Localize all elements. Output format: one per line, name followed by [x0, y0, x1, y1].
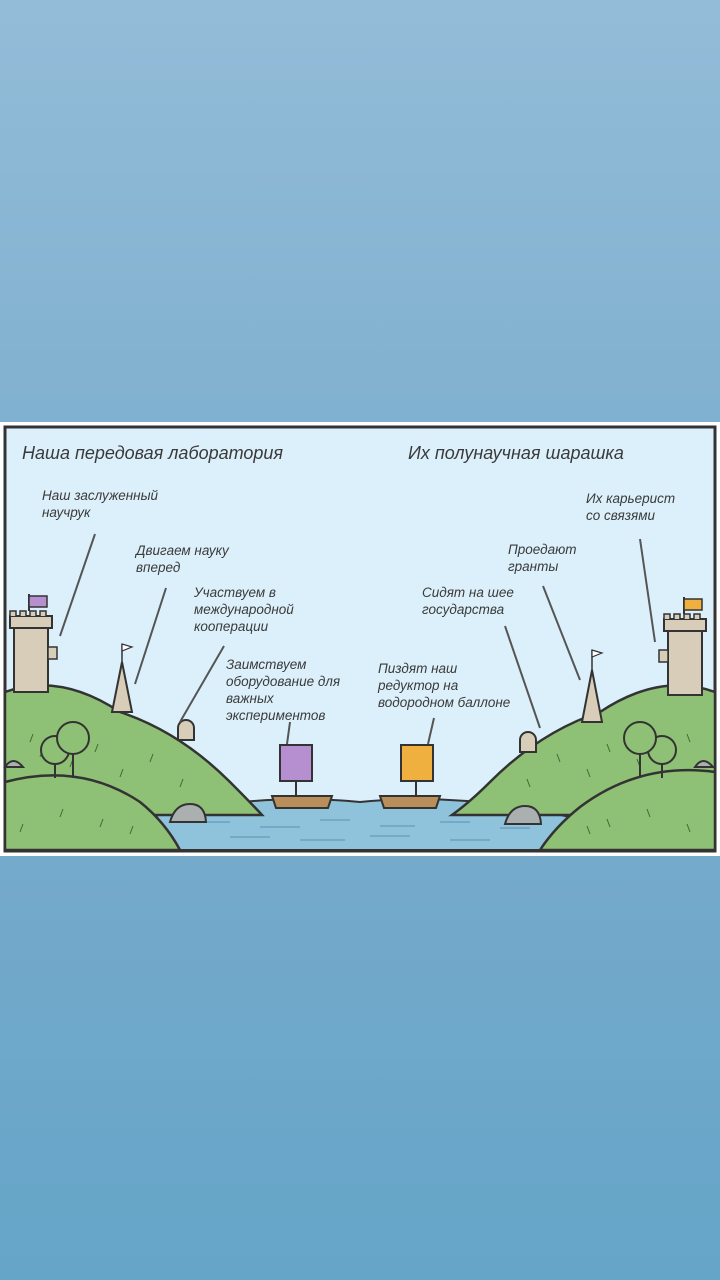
caption-careerist: Их карьерист со связями	[586, 491, 676, 523]
left-rock	[168, 802, 208, 823]
left-flag	[28, 595, 48, 608]
right-boat	[378, 744, 442, 809]
caption-cooperation: Участвуем в международной кооперации	[194, 585, 294, 634]
pointer-reducer	[427, 717, 435, 745]
caption-state: Сидят на шее государства	[422, 585, 514, 617]
caption-reducer: Пиздят наш редуктор на водородном баллон…	[378, 661, 511, 710]
right-trees	[623, 721, 677, 778]
right-main-tower	[658, 597, 707, 696]
caption-grants: Проедают гранты	[508, 542, 577, 574]
pointer-grants	[542, 585, 581, 681]
caption-supervisor: Наш заслуженный научрук	[42, 488, 159, 520]
left-main-tower	[9, 594, 58, 693]
caption-equipment: Заимствуем оборудование для важных экспе…	[226, 657, 341, 723]
right-flag	[683, 598, 703, 611]
right-hill-front	[537, 768, 717, 852]
pointer-supervisor	[59, 533, 96, 637]
left-boat	[270, 744, 334, 809]
left-trees	[40, 721, 90, 778]
pointer-cooperation	[179, 645, 225, 723]
left-dome-hut	[177, 719, 195, 741]
left-hill-front	[3, 774, 183, 852]
right-dome-hut	[519, 731, 537, 753]
comic-panel: Наша передовая лаборатория Их полунаучна…	[0, 422, 720, 856]
comic-illustration	[3, 425, 717, 853]
left-spire-tower	[110, 643, 134, 713]
pointer-equipment	[286, 721, 291, 745]
pointer-careerist	[639, 538, 656, 643]
left-title: Наша передовая лаборатория	[22, 443, 284, 463]
right-title: Их полунаучная шарашка	[408, 443, 624, 463]
pointer-state	[504, 625, 541, 729]
right-spire-tower	[580, 649, 604, 723]
right-rock	[503, 804, 543, 825]
caption-science: Двигаем науку вперед	[136, 543, 229, 575]
pointer-science	[134, 587, 167, 685]
